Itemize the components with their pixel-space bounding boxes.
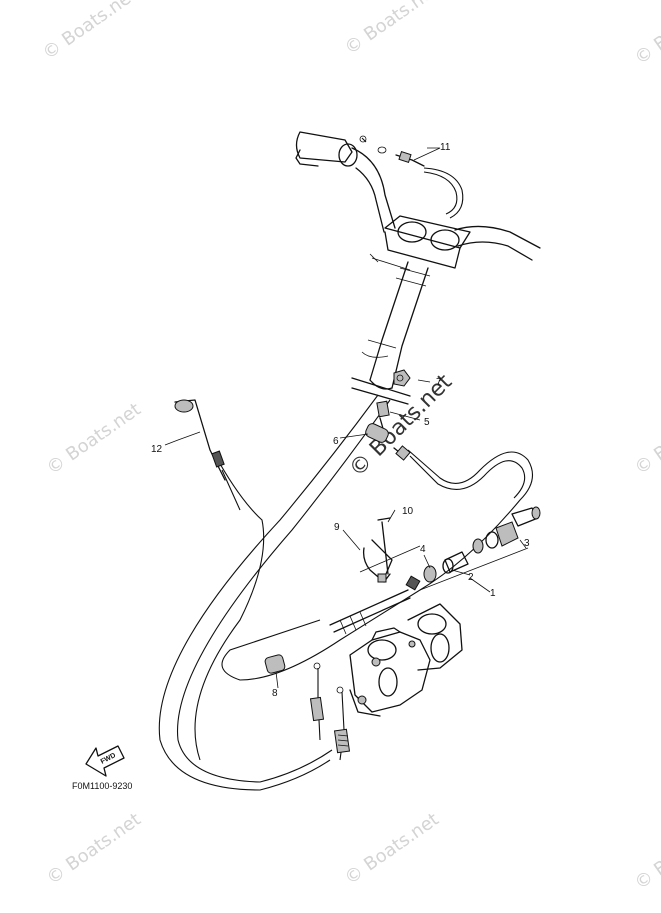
callout-4: 4 [420, 544, 426, 555]
callout-11: 11 [440, 142, 451, 153]
callout-7: 7 [436, 377, 442, 388]
cable-fittings [351, 369, 411, 461]
callout-8: 8 [272, 688, 278, 699]
cable-loop [221, 449, 534, 681]
callouts: 11 7 5 6 12 10 9 4 3 2 1 8 [151, 142, 530, 699]
bushing [264, 654, 286, 674]
handlebar [295, 131, 541, 390]
callout-9: 9 [334, 522, 340, 533]
figure-code: F0M1100-9230 [72, 781, 132, 791]
watermark-top-center: © Boats.net [341, 0, 443, 59]
watermarks: © Boats.net © Boats.net © Boats.net © Bo… [39, 0, 661, 894]
watermark-mid-right: © Boats.net [631, 399, 661, 479]
watermark-top-right: © Boats.net [631, 0, 661, 69]
watermark-mid-left: © Boats.net [43, 399, 145, 479]
callout-2: 2 [468, 572, 474, 583]
carburetor [349, 603, 463, 717]
callout-1: 1 [490, 588, 496, 599]
callout-3: 3 [524, 538, 530, 549]
cable-ends [309, 662, 351, 761]
fwd-arrow: FWD [85, 745, 125, 777]
watermark-top-left: © Boats.net [39, 0, 141, 64]
watermark-bottom-right: © Boats.net [631, 814, 661, 894]
leader-lines [164, 147, 527, 689]
callout-12: 12 [151, 444, 163, 455]
clamp [359, 517, 421, 583]
watermark-bottom-left: © Boats.net [43, 809, 145, 889]
adjuster-parts [329, 506, 541, 635]
callout-10: 10 [402, 506, 414, 517]
choke-cable [158, 394, 391, 791]
watermark-bottom-center: © Boats.net [341, 809, 443, 889]
callout-5: 5 [424, 417, 430, 428]
callout-6: 6 [333, 436, 339, 447]
throttle-cable [359, 135, 464, 219]
